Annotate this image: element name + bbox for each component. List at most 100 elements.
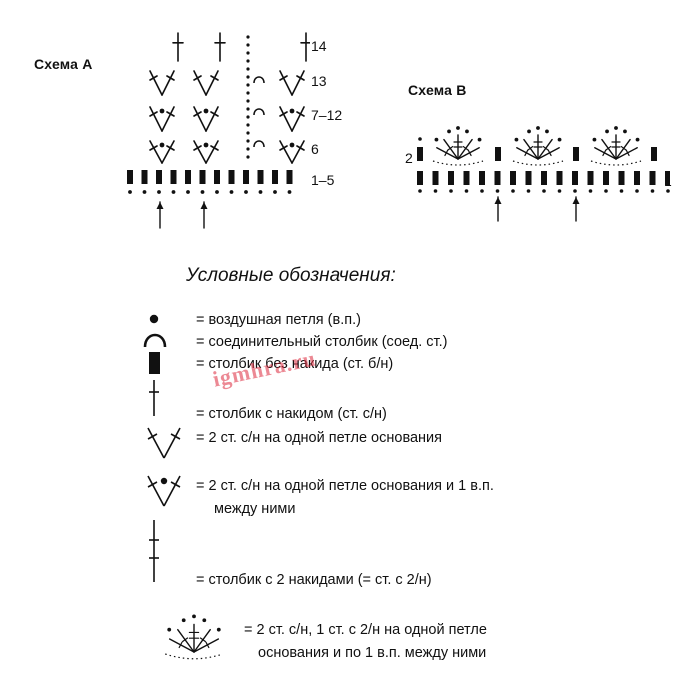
chain-dot [246, 155, 250, 159]
fan-spoke [457, 138, 473, 160]
chain-dot [614, 126, 618, 130]
single-crochet-block [286, 170, 293, 184]
slip-stitch-arc [253, 140, 265, 148]
single-crochet-block [649, 171, 656, 185]
fan-spoke [537, 138, 553, 160]
single-crochet-block [127, 170, 133, 184]
chain-dot [650, 189, 655, 193]
scheme-a-diagram [127, 32, 310, 229]
scheme-a-row-label: 7–12 [311, 107, 343, 123]
chain-dot [635, 137, 640, 142]
single-crochet-block [417, 171, 423, 185]
v-stitch-tick [296, 75, 305, 81]
chain-dot [159, 142, 165, 148]
chain-dot [449, 189, 453, 193]
watermark: igmhra.ru [210, 345, 319, 392]
single-crochet-block [141, 170, 148, 184]
v-stitch-icon [147, 427, 181, 459]
slip-stitch-arc [253, 108, 265, 116]
v-stitch-tick [166, 145, 175, 151]
fan-bar [467, 149, 472, 157]
chain-dot [434, 137, 439, 142]
chain-dot [171, 190, 176, 194]
chain-dot [192, 614, 196, 619]
fan-base-arc [432, 160, 484, 166]
chain-dot [287, 190, 292, 194]
single-crochet-block [651, 147, 657, 161]
repeat-arrow-head [156, 202, 164, 209]
single-crochet-block [510, 171, 516, 185]
single-crochet-block [573, 147, 579, 161]
chain-dot [202, 618, 207, 623]
single-crochet-block [199, 170, 206, 184]
chain-dot [542, 189, 546, 193]
single-crochet-icon [149, 352, 160, 374]
chain-dot [511, 189, 515, 193]
legend-item-text: = соединительный столбик (соед. ст.) [196, 334, 448, 350]
chain-dot [545, 129, 549, 134]
v-stitch-chain-icon [147, 475, 181, 507]
fan-base-arc [165, 653, 223, 660]
fan-spoke [193, 628, 211, 653]
chain-dot [200, 190, 205, 194]
fan-spoke [615, 138, 631, 160]
single-crochet-block [156, 170, 162, 184]
scheme-b-diagram [417, 126, 670, 222]
v-stitch-leg [205, 70, 219, 96]
chain-dot [246, 91, 250, 95]
scheme-a-row-label: 6 [311, 141, 319, 157]
fan-bar [462, 145, 469, 151]
chain-dot [246, 115, 250, 119]
chain-dot [246, 75, 250, 79]
chain-dot [418, 137, 422, 141]
single-crochet-block [556, 171, 563, 185]
single-crochet-block [170, 170, 177, 184]
repeat-arrow-head [200, 202, 208, 209]
chain-dot [203, 142, 209, 148]
v-stitch-leg [161, 70, 175, 96]
chain-dot [464, 189, 469, 193]
scheme-a-row-label: 13 [311, 73, 327, 89]
fan-bar [178, 641, 183, 649]
v-stitch-tick [210, 75, 219, 81]
chain-dot [246, 43, 250, 47]
chain-dot [526, 189, 531, 193]
chain-dot [203, 108, 209, 114]
v-stitch-leg [291, 140, 305, 164]
single-crochet-block [448, 171, 454, 185]
v-stitch-tick [210, 145, 219, 151]
chain-stitch-icon [149, 314, 159, 324]
v-stitch-leg [291, 106, 305, 132]
legend-item-text: основания и по 1 в.п. между ними [258, 645, 487, 661]
chain-dot [592, 137, 597, 142]
single-crochet-block [432, 171, 439, 185]
v-stitch-leg [205, 106, 219, 132]
legend-title: Условные обозначения: [186, 265, 396, 286]
v-stitch-tick [193, 75, 202, 81]
v-stitch-tick [193, 111, 202, 117]
single-crochet-block [541, 171, 547, 185]
scheme-b-row-label: 2 [405, 150, 413, 166]
fan-bar [625, 149, 630, 157]
slip-stitch-icon [143, 333, 167, 348]
v-stitch-tick [296, 145, 305, 151]
fan-base-arc [512, 160, 564, 166]
chain-dot [246, 99, 250, 103]
fan-bar [527, 145, 534, 151]
single-crochet-block [185, 170, 191, 184]
fan-spoke [193, 638, 220, 653]
v-stitch-leg [161, 106, 175, 132]
fan-spoke [443, 138, 459, 160]
v-stitch-leg [193, 106, 207, 132]
single-crochet-block [417, 147, 423, 161]
chain-dot [605, 129, 609, 134]
v-stitch-leg [279, 106, 293, 132]
chain-dot [246, 131, 250, 135]
fan-bar [205, 641, 210, 649]
single-crochet-block [228, 170, 235, 184]
chain-dot [573, 189, 577, 193]
legend-item-text: = столбик с накидом (ст. с/н) [196, 406, 387, 422]
v-stitch-tick [193, 145, 202, 151]
treble-crochet-icon [149, 520, 159, 582]
chain-dot [447, 129, 451, 134]
